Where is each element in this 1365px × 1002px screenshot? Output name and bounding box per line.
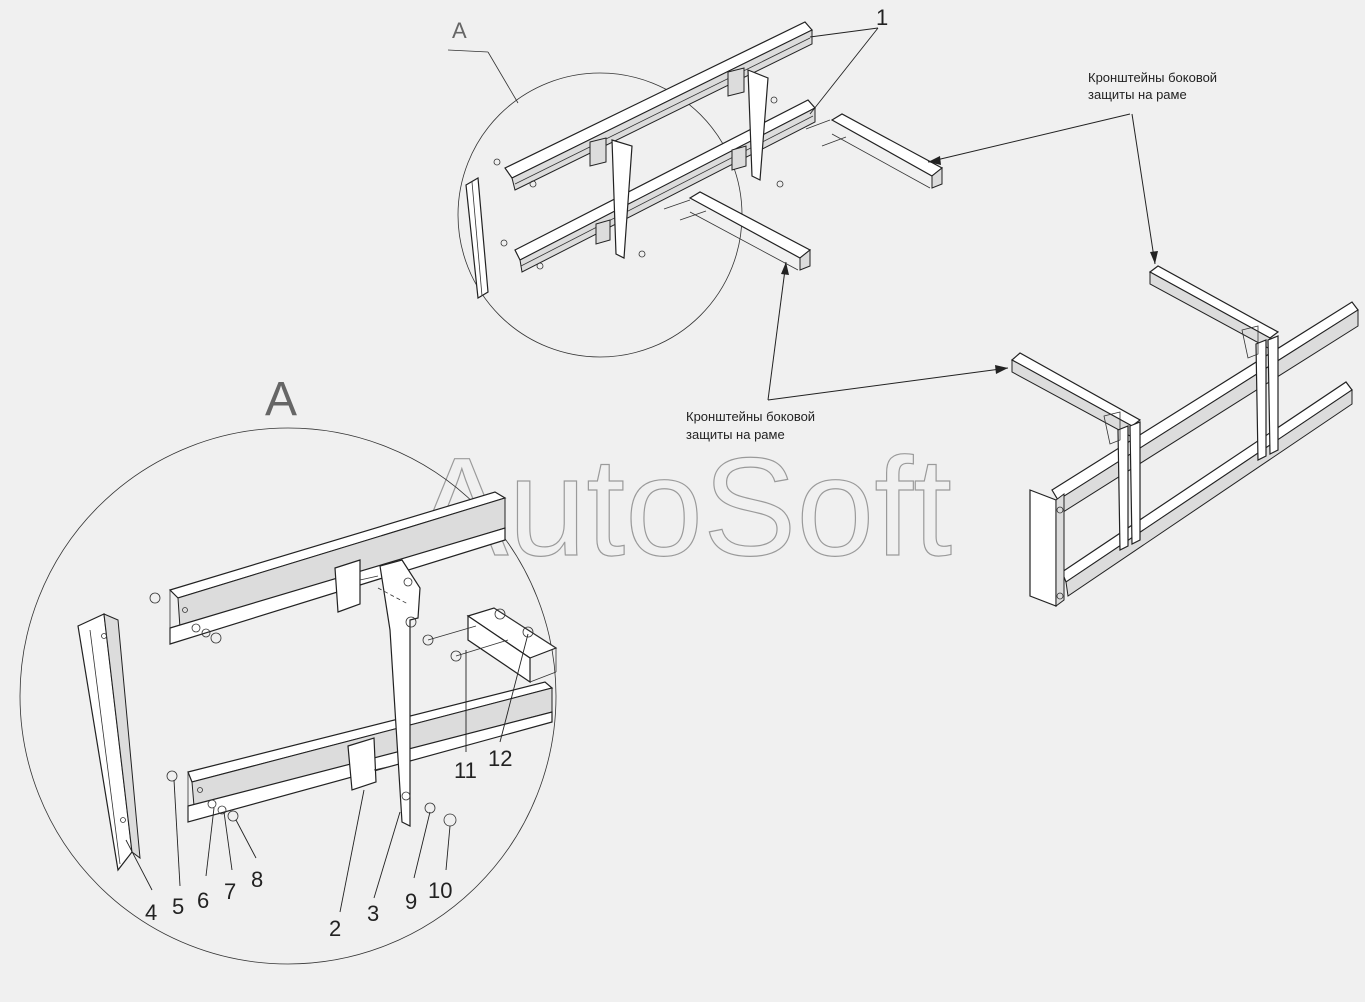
leaders-detail (125, 633, 529, 913)
frame-bracket-detail (466, 607, 558, 684)
callout-1: 1 (876, 5, 888, 30)
frame-bracket-left-top-view (688, 191, 812, 271)
assembled-side-guard (1010, 265, 1359, 607)
callout-2: 2 (329, 916, 341, 941)
side-post-detail (77, 613, 141, 872)
plate-lower (347, 737, 393, 791)
caption-center-line2: защиты на раме (686, 427, 785, 442)
callout-9: 9 (405, 889, 417, 914)
callout-3: 3 (367, 901, 379, 926)
caption-top-right-line2: защиты на раме (1088, 87, 1187, 102)
callout-4: 4 (145, 900, 157, 925)
leader-1 (809, 27, 879, 115)
arrow-center-to-brackets (767, 261, 1009, 401)
detail-circle-large (19, 427, 557, 965)
frame-bracket-right-top-view (830, 113, 944, 189)
arrow-top-right-to-bracket (927, 113, 1158, 265)
callout-11: 11 (454, 758, 477, 783)
plate-upper (334, 559, 379, 613)
callout-12: 12 (488, 746, 512, 771)
side-post-top-view (465, 177, 489, 299)
view-label-small: A (452, 18, 467, 43)
fasteners-detail (149, 592, 534, 827)
view-label-large: A (265, 373, 297, 426)
caption-top-right-line1: Кронштейны боковой (1088, 70, 1217, 85)
fasteners-top-view (493, 96, 847, 270)
callout-10: 10 (428, 878, 452, 903)
callout-6: 6 (197, 888, 209, 913)
bracket-detail (377, 559, 421, 827)
callout-5: 5 (172, 894, 184, 919)
bracket-top-view-right (727, 67, 769, 181)
caption-center-line1: Кронштейны боковой (686, 409, 815, 424)
callout-8: 8 (251, 867, 263, 892)
callout-7: 7 (224, 879, 236, 904)
lower-rail-top-view (514, 99, 816, 273)
bracket-top-view-left (589, 137, 633, 259)
